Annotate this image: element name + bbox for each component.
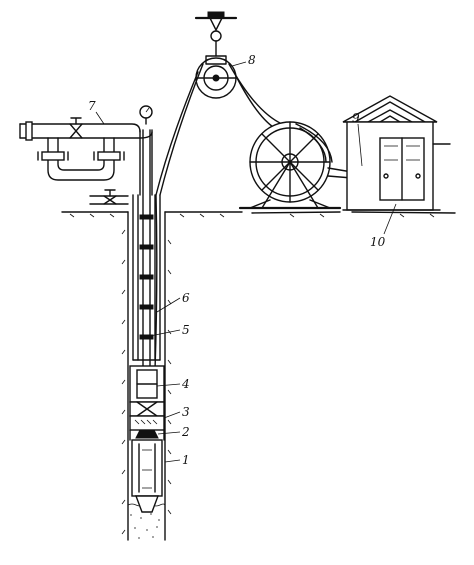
label-2: 2	[181, 425, 190, 439]
power-cable-downhole	[154, 194, 158, 371]
control-booth	[342, 95, 451, 211]
label-1: 1	[182, 453, 190, 467]
label-10: 10	[370, 235, 386, 249]
ground-surface	[61, 211, 456, 218]
label-9: 9	[352, 111, 360, 125]
cable-reel	[238, 121, 342, 210]
column-pipe	[139, 129, 154, 371]
label-6: 6	[182, 291, 190, 305]
leader-lines	[95, 61, 397, 463]
label-5: 5	[182, 323, 190, 337]
power-cable	[155, 63, 283, 196]
label-4: 4	[181, 377, 190, 391]
wellhead-piping	[19, 105, 153, 205]
label-7: 7	[88, 99, 96, 113]
label-3: 3	[182, 405, 190, 419]
label-8: 8	[248, 53, 256, 67]
casing-pipe	[132, 194, 161, 361]
pump-assembly	[129, 365, 165, 513]
overhead-sheave	[194, 11, 238, 99]
